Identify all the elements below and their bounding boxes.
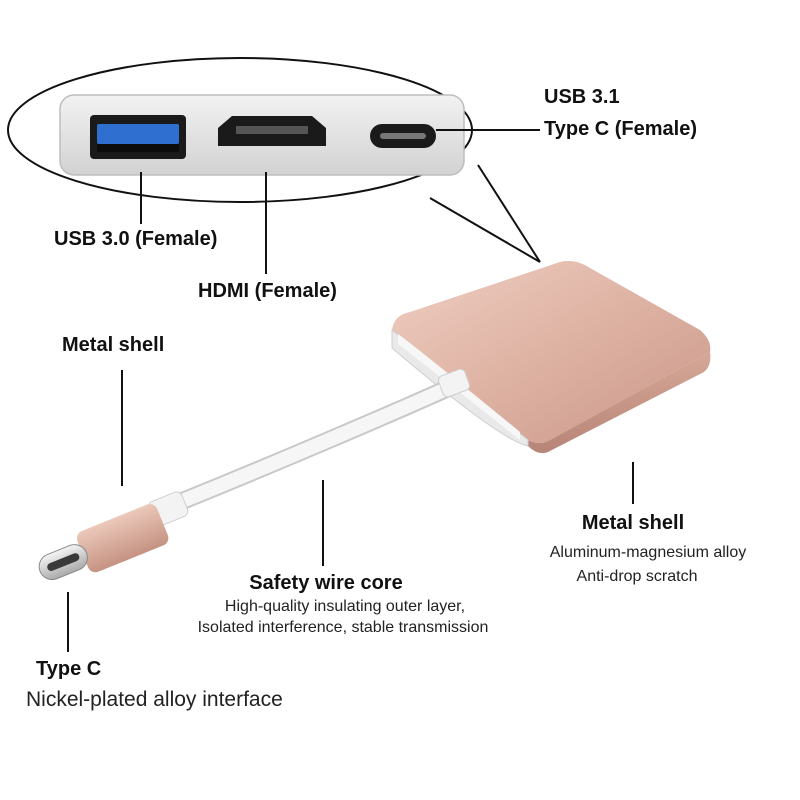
- hdmi-port-icon: [218, 116, 326, 146]
- cable-strain-relief-hub: [437, 368, 471, 398]
- wire-core-line2: Isolated interference, stable transmissi…: [197, 619, 489, 636]
- cable: [147, 368, 471, 527]
- metal-shell-right-line1: Aluminum-magnesium alloy: [549, 544, 747, 561]
- port-zoom-callout: [7, 57, 541, 263]
- typec-plug: [38, 504, 169, 581]
- type-c-leader-line: [67, 592, 69, 652]
- hub-body: [391, 260, 711, 454]
- wire-core-leader-line: [322, 480, 324, 566]
- usb30-label: USB 3.0 (Female): [54, 228, 218, 250]
- usb31-subtitle: Type C (Female): [544, 118, 697, 140]
- hub-right-edge: [528, 352, 711, 454]
- wire-core-line1: High-quality insulating outer layer,: [224, 598, 466, 615]
- metal-shell-right-line2: Anti-drop scratch: [576, 568, 698, 585]
- metal-shell-right-leader-line: [632, 462, 634, 504]
- zoom-pointer-line-right: [477, 164, 541, 263]
- hdmi-label: HDMI (Female): [198, 280, 337, 302]
- usb31-title: USB 3.1: [544, 86, 620, 108]
- hub-top-face: [392, 260, 711, 443]
- typec-plug-shell: [76, 504, 169, 573]
- metal-shell-right-title: Metal shell: [581, 512, 685, 534]
- metal-shell-left-leader-line: [121, 370, 123, 486]
- type-c-title: Type C: [36, 658, 102, 680]
- usb30-port-icon: [90, 115, 186, 159]
- wire-core-title: Safety wire core: [249, 572, 403, 594]
- usbc-port-icon: [370, 124, 436, 148]
- hdmi-leader-line: [265, 172, 267, 274]
- usb30-leader-line: [140, 172, 142, 224]
- metal-shell-left-label: Metal shell: [62, 334, 165, 356]
- zoom-pointer-line-left: [429, 197, 541, 263]
- type-c-subtitle: Nickel-plated alloy interface: [26, 688, 283, 711]
